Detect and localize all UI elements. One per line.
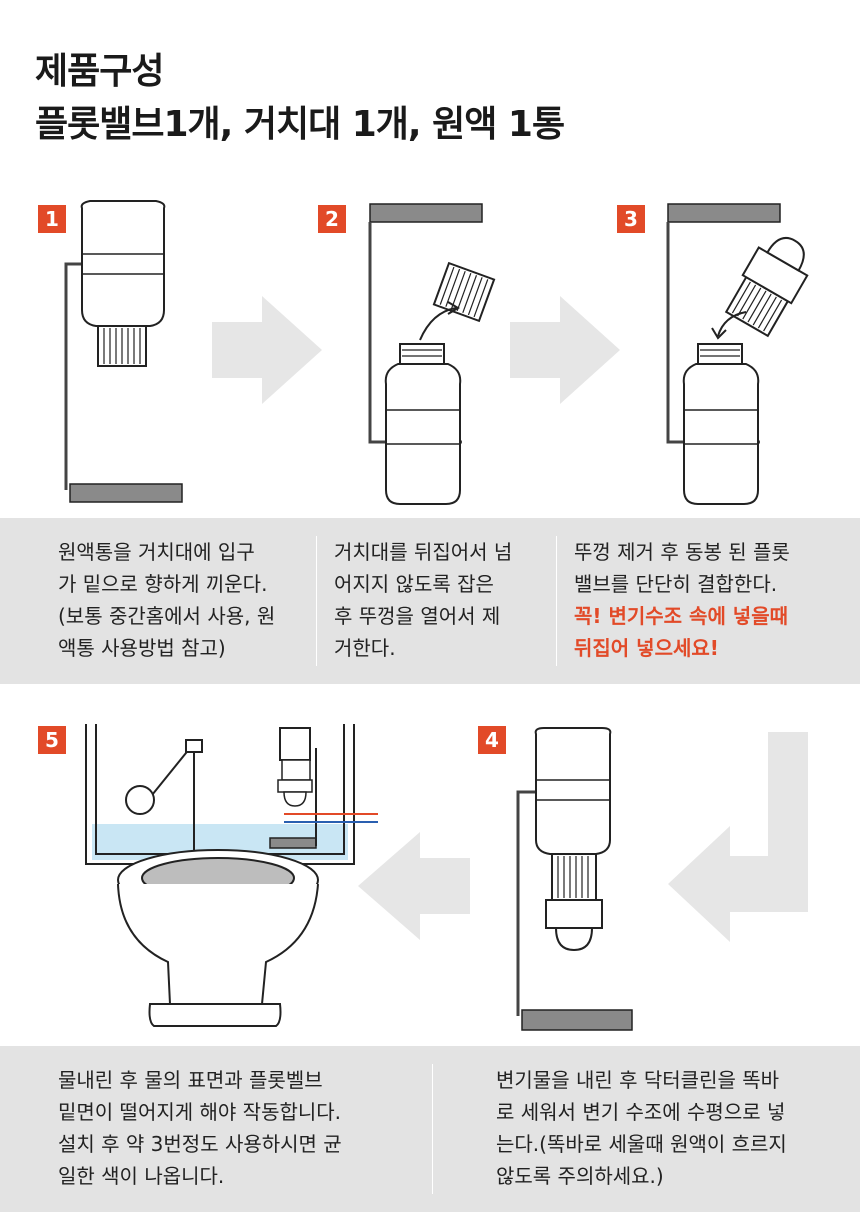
warning-line: 꼭! 변기수조 속에 넣을때 <box>574 604 789 628</box>
text-line: 일한 색이 나옵니다. <box>58 1164 225 1188</box>
text-line: 뚜껑 제거 후 동봉 된 플롯 <box>574 540 790 564</box>
text-line: 않도록 주의하세요.) <box>496 1164 664 1188</box>
text-line: 변기물을 내린 후 닥터클린을 똑바 <box>496 1068 780 1092</box>
step4-illustration <box>516 727 808 1031</box>
step-1-badge: 1 <box>38 205 66 233</box>
product-contents: 플롯밸브1개, 거치대 1개, 원액 1통 <box>35 104 565 145</box>
text-line: 밑면이 떨어지게 해야 작동합니다. <box>58 1100 342 1124</box>
text-line: 거치대를 뒤집어서 넘 <box>334 540 513 564</box>
warning-line: 뒤집어 넣으세요! <box>574 636 719 660</box>
step3-illustration <box>666 203 809 505</box>
text-line: 로 세워서 변기 수조에 수평으로 넣 <box>496 1100 786 1124</box>
text-line: 거한다. <box>334 636 396 660</box>
step-4-instructions: 변기물을 내린 후 닥터클린을 똑바 로 세워서 변기 수조에 수평으로 넣 는… <box>496 1064 846 1192</box>
text-line: 액통 사용방법 참고) <box>58 636 226 660</box>
divider <box>556 536 557 666</box>
step-2-instructions: 거치대를 뒤집어서 넘 어지지 않도록 잡은 후 뚜껑을 열어서 제 거한다. <box>334 536 544 664</box>
text-line: 밸브를 단단히 결합한다. <box>574 572 778 596</box>
step1-illustration <box>64 200 183 503</box>
text-line: 물내린 후 물의 표면과 플롯벨브 <box>58 1068 323 1092</box>
step-1-instructions: 원액통을 거치대에 입구 가 밑으로 향하게 끼운다. (보통 중간홈에서 사용… <box>58 536 303 664</box>
divider <box>316 536 317 666</box>
step-3-instructions: 뚜껑 제거 후 동봉 된 플롯 밸브를 단단히 결합한다. 꼭! 변기수조 속에… <box>574 536 834 664</box>
step-5-badge: 5 <box>38 726 66 754</box>
instruction-band-top <box>0 518 860 684</box>
text-line: 어지지 않도록 잡은 <box>334 572 494 596</box>
step5-illustration <box>85 724 378 1027</box>
step-4-badge: 4 <box>478 726 506 754</box>
instruction-band-bottom <box>0 1046 860 1212</box>
step-5-instructions: 물내린 후 물의 표면과 플롯벨브 밑면이 떨어지게 해야 작동합니다. 설치 … <box>58 1064 418 1192</box>
text-line: 는다.(똑바로 세울때 원액이 흐르지 <box>496 1132 787 1156</box>
step2-illustration <box>368 203 496 505</box>
text-line: 설치 후 약 3번정도 사용하시면 균 <box>58 1132 342 1156</box>
step-3-badge: 3 <box>617 205 645 233</box>
text-line: 가 밑으로 향하게 끼운다. <box>58 572 268 596</box>
step-2-badge: 2 <box>318 205 346 233</box>
divider <box>432 1064 433 1194</box>
text-line: 후 뚜껑을 열어서 제 <box>334 604 501 628</box>
text-line: (보통 중간홈에서 사용, 원 <box>58 604 276 628</box>
text-line: 원액통을 거치대에 입구 <box>58 540 255 564</box>
page-title: 제품구성 <box>35 51 164 92</box>
